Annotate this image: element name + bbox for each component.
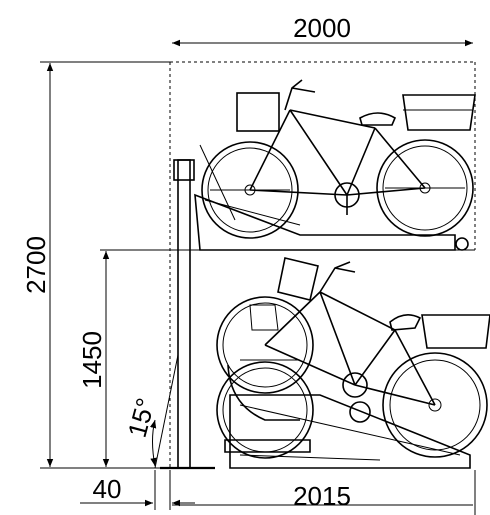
lower-bicycle-rear-icon — [239, 304, 381, 461]
lower-bicycle-front-icon — [216, 257, 490, 459]
total-height-label: 2700 — [21, 236, 51, 294]
top-width-label: 2000 — [293, 13, 351, 43]
upper-bicycle-icon — [199, 79, 476, 239]
rack-frame — [100, 61, 476, 470]
angle-label: 15° — [122, 395, 161, 441]
bottom-width-label: 2015 — [293, 481, 351, 511]
dimension-lower-height: 1450 — [77, 251, 110, 467]
lower-height-label: 1450 — [77, 331, 107, 389]
dimension-bottom-width: 2015 — [172, 470, 476, 515]
offset-label: 40 — [93, 474, 122, 504]
dimension-total-height: 2700 — [21, 61, 170, 469]
dimension-top-width: 2000 — [172, 13, 473, 47]
dimension-offset: 40 — [80, 470, 195, 510]
